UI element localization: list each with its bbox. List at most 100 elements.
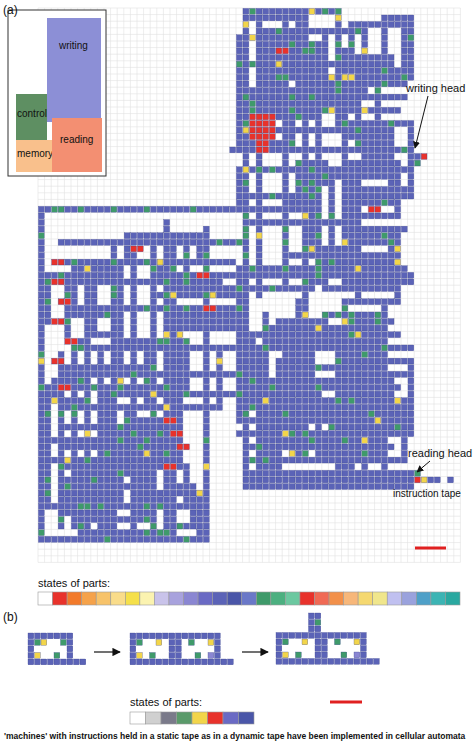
automaton-cell bbox=[368, 22, 374, 28]
automaton-cell bbox=[362, 147, 368, 153]
automaton-cell bbox=[395, 233, 401, 239]
automaton-cell bbox=[296, 48, 302, 54]
automaton-cell bbox=[164, 305, 170, 311]
automaton-cell bbox=[316, 81, 322, 87]
automaton-cell bbox=[98, 517, 104, 523]
automaton-cell bbox=[203, 477, 209, 483]
automaton-cell bbox=[243, 41, 249, 47]
automaton-cell bbox=[177, 418, 183, 424]
automaton-cell bbox=[124, 517, 130, 523]
automaton-cell bbox=[104, 530, 110, 536]
automaton-cell bbox=[91, 510, 97, 516]
automaton-cell bbox=[296, 180, 302, 186]
automaton-cell bbox=[256, 206, 262, 212]
automaton-cell bbox=[203, 246, 209, 252]
automaton-cell bbox=[184, 352, 190, 358]
automaton-cell bbox=[58, 457, 64, 463]
automaton-cell bbox=[269, 114, 275, 120]
automaton-cell bbox=[217, 385, 223, 391]
automaton-cell bbox=[408, 187, 414, 193]
automaton-cell bbox=[329, 81, 335, 87]
automaton-cell bbox=[131, 358, 137, 364]
automaton-cell bbox=[382, 48, 388, 54]
automaton-cell bbox=[151, 451, 157, 457]
automaton-cell bbox=[170, 378, 176, 384]
automaton-cell bbox=[296, 411, 302, 417]
automaton-cell bbox=[355, 22, 361, 28]
automaton-cell bbox=[309, 233, 315, 239]
automaton-cell bbox=[269, 167, 275, 173]
automaton-cell bbox=[362, 35, 368, 41]
automaton-cell bbox=[349, 226, 355, 232]
automaton-cell bbox=[98, 266, 104, 272]
automaton-cell bbox=[236, 121, 242, 127]
automaton-cell bbox=[283, 114, 289, 120]
automaton-cell bbox=[263, 88, 269, 94]
automaton-cell bbox=[309, 272, 315, 278]
automaton-cell bbox=[349, 253, 355, 259]
automaton-cell bbox=[342, 451, 348, 457]
automaton-cell bbox=[256, 378, 262, 384]
automaton-cell bbox=[368, 200, 374, 206]
automaton-cell bbox=[362, 88, 368, 94]
automaton-cell bbox=[309, 246, 315, 252]
automaton-cell bbox=[335, 94, 341, 100]
automaton-cell bbox=[164, 286, 170, 292]
automaton-cell bbox=[71, 385, 77, 391]
automaton-cell bbox=[197, 490, 203, 496]
automaton-cell bbox=[217, 305, 223, 311]
automaton-cell bbox=[65, 259, 71, 265]
automaton-cell bbox=[131, 418, 137, 424]
automaton-cell bbox=[164, 385, 170, 391]
automaton-cell bbox=[283, 74, 289, 80]
automaton-cell bbox=[197, 510, 203, 516]
automaton-cell bbox=[342, 246, 348, 252]
automaton-cell bbox=[335, 246, 341, 252]
automaton-cell bbox=[382, 299, 388, 305]
automaton-cell bbox=[269, 444, 275, 450]
automaton-cell bbox=[388, 140, 394, 146]
automaton-cell bbox=[45, 451, 51, 457]
automaton-cell bbox=[316, 88, 322, 94]
automaton-cell bbox=[157, 233, 163, 239]
automaton-cell bbox=[342, 398, 348, 404]
automaton-cell bbox=[85, 470, 91, 476]
automaton-cell bbox=[157, 457, 163, 463]
automaton-cell bbox=[104, 431, 110, 437]
automaton-cell bbox=[184, 464, 190, 470]
automaton-cell bbox=[203, 418, 209, 424]
automaton-cell bbox=[177, 332, 183, 338]
automaton-cell bbox=[276, 391, 282, 397]
automaton-cell bbox=[302, 107, 308, 113]
automaton-cell bbox=[217, 345, 223, 351]
automaton-cell bbox=[335, 253, 341, 259]
automaton-cell bbox=[131, 510, 137, 516]
automaton-cell bbox=[144, 464, 150, 470]
automaton-cell bbox=[382, 35, 388, 41]
automaton-cell bbox=[85, 477, 91, 483]
automaton-cell bbox=[335, 127, 341, 133]
automaton-cell bbox=[45, 292, 51, 298]
automaton-cell bbox=[111, 292, 117, 298]
automaton-cell bbox=[137, 530, 143, 536]
automaton-cell bbox=[157, 292, 163, 298]
grid-line bbox=[38, 324, 460, 325]
automaton-cell bbox=[269, 451, 275, 457]
automaton-cell bbox=[131, 497, 137, 503]
automaton-cell bbox=[322, 28, 328, 34]
automaton-cell bbox=[263, 272, 269, 278]
automaton-cell bbox=[151, 490, 157, 496]
automaton-cell bbox=[197, 497, 203, 503]
automaton-cell bbox=[368, 233, 374, 239]
automaton-cell bbox=[362, 107, 368, 113]
automaton-cell bbox=[131, 299, 137, 305]
automaton-cell bbox=[157, 345, 163, 351]
automaton-cell bbox=[256, 147, 262, 153]
automaton-cell bbox=[329, 94, 335, 100]
automaton-cell bbox=[263, 220, 269, 226]
automaton-cell bbox=[45, 279, 51, 285]
automaton-cell bbox=[177, 404, 183, 410]
automaton-cell bbox=[85, 239, 91, 245]
automaton-cell bbox=[190, 503, 196, 509]
automaton-cell bbox=[85, 517, 91, 523]
